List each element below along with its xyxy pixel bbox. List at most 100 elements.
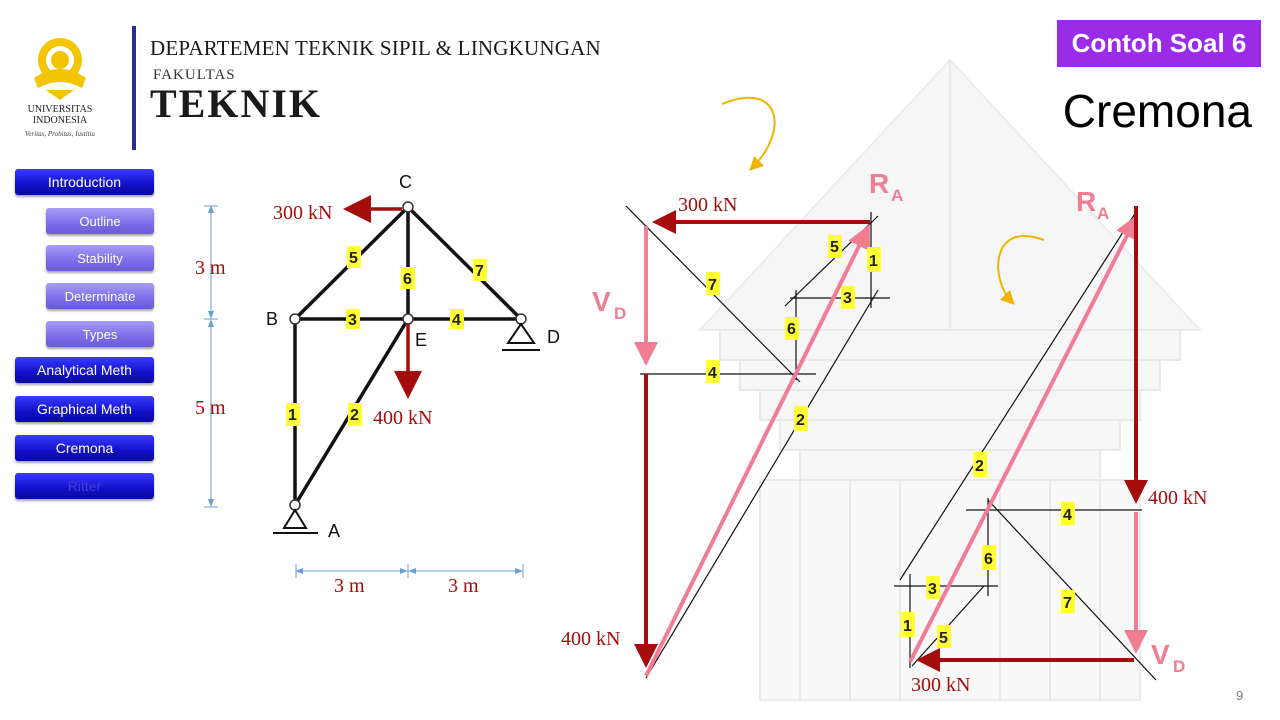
load-horizontal-label: 300 kN — [273, 202, 332, 224]
svg-text:6: 6 — [403, 271, 412, 288]
nav-outline[interactable]: Outline — [46, 208, 154, 234]
svg-text:V: V — [592, 286, 611, 317]
nav-stability[interactable]: Stability — [46, 245, 154, 271]
nav-ritter[interactable]: Ritter — [15, 473, 154, 499]
force-lines-2 — [894, 211, 1157, 681]
node-label-a: A — [328, 521, 340, 541]
cremona1-label-4: 4 — [706, 360, 720, 383]
dim-top-height: 3 m — [195, 257, 226, 279]
svg-text:1: 1 — [288, 407, 297, 424]
faculty-name: TEKNIK — [150, 81, 323, 126]
faculty-label: FAKULTAS — [153, 67, 236, 83]
cremona1-label-2: 2 — [794, 406, 808, 431]
svg-text:4: 4 — [452, 312, 461, 329]
force-lines-1 — [625, 205, 890, 679]
truss-diagram: 3 m 5 m 3 m 3 m — [195, 172, 560, 597]
svg-text:7: 7 — [708, 277, 717, 294]
svg-text:7: 7 — [475, 263, 484, 280]
cremona1-label-7: 7 — [706, 272, 720, 295]
cremona1-vd-label: V D — [592, 286, 626, 323]
svg-text:4: 4 — [708, 365, 717, 382]
member-label-2: 2 — [348, 403, 362, 426]
department-name: DEPARTEMEN TEKNIK SIPIL & LINGKUNGAN — [150, 36, 601, 60]
slide-subtitle: Cremona — [1062, 85, 1252, 137]
roller-support-icon — [502, 322, 540, 351]
member-label-4: 4 — [450, 309, 464, 329]
load-vertical-label: 400 kN — [373, 407, 432, 429]
dim-right-width: 3 m — [448, 575, 479, 597]
svg-text:5: 5 — [939, 630, 948, 647]
node-label-d: D — [547, 327, 560, 347]
cremona2-label-2: 2 — [973, 452, 987, 477]
cremona2-label-6: 6 — [982, 545, 996, 570]
member-label-1: 1 — [286, 403, 300, 426]
member-7 — [406, 205, 523, 321]
svg-text:1: 1 — [903, 618, 912, 635]
svg-text:6: 6 — [787, 321, 796, 338]
university-name: UNIVERSITAS INDONESIA — [14, 104, 106, 126]
svg-text:1: 1 — [869, 253, 878, 270]
svg-text:2: 2 — [796, 412, 805, 429]
nav-cremona[interactable]: Cremona — [15, 435, 154, 461]
cremona2-vd-label: V D — [1151, 639, 1185, 676]
svg-text:3: 3 — [843, 290, 852, 307]
university-crest-icon — [34, 38, 86, 100]
svg-text:D: D — [1173, 657, 1185, 676]
rotation-arrow-icon — [997, 235, 1045, 305]
node-label-b: B — [266, 309, 278, 329]
svg-text:3: 3 — [348, 312, 357, 329]
svg-text:A: A — [1097, 204, 1109, 223]
cremona2-label-5: 5 — [937, 625, 951, 648]
node-label-e: E — [415, 330, 427, 350]
cremona2-label-7: 7 — [1061, 590, 1075, 613]
reaction-ra-line-1 — [644, 224, 870, 677]
cremona1-label-5: 5 — [828, 235, 842, 258]
svg-text:3: 3 — [928, 581, 937, 598]
svg-text:A: A — [891, 186, 903, 205]
cremona2-400kn-label: 400 kN — [1148, 487, 1207, 509]
member-label-6: 6 — [401, 267, 415, 289]
university-name-line2: INDONESIA — [32, 115, 88, 126]
pin-support-icon — [273, 508, 318, 534]
cremona-diagram-2: 400 kN 300 kN R A V D 1 2 3 4 5 6 7 — [894, 186, 1207, 696]
nav-introduction[interactable]: Introduction — [15, 169, 154, 195]
svg-text:D: D — [614, 304, 626, 323]
cremona2-300kn-label: 300 kN — [911, 674, 970, 696]
cremona1-label-6: 6 — [785, 317, 799, 340]
cremona-diagram-1: 300 kN 400 kN R A V D 1 2 3 4 5 6 7 — [561, 96, 903, 679]
rotation-arrow-icon — [721, 96, 776, 171]
example-badge: Contoh Soal 6 — [1057, 20, 1261, 67]
university-motto: Veritas, Probitas, Iustitia — [24, 130, 96, 138]
joint-b — [289, 313, 301, 325]
node-label-c: C — [399, 172, 412, 192]
page-number: 9 — [1236, 688, 1244, 703]
university-name-line1: UNIVERSITAS — [27, 104, 93, 115]
cremona2-label-1: 1 — [901, 612, 915, 637]
cremona1-label-3: 3 — [841, 286, 855, 309]
reaction-ra-line-2 — [908, 214, 1138, 663]
joint-e — [402, 313, 414, 325]
svg-text:7: 7 — [1063, 595, 1072, 612]
dim-bottom-height: 5 m — [195, 397, 226, 419]
svg-text:2: 2 — [975, 458, 984, 475]
dimension-lines — [204, 205, 524, 578]
svg-text:5: 5 — [830, 239, 839, 256]
svg-text:V: V — [1151, 639, 1170, 670]
nav-analytical-method[interactable]: Analytical Meth — [15, 357, 154, 383]
member-label-3: 3 — [346, 309, 360, 329]
cremona2-label-4: 4 — [1061, 502, 1075, 525]
nav-types[interactable]: Types — [46, 321, 154, 347]
svg-text:R: R — [1076, 186, 1096, 217]
cremona1-label-1: 1 — [867, 247, 881, 272]
svg-text:4: 4 — [1063, 507, 1072, 524]
nav-graphical-method[interactable]: Graphical Meth — [15, 396, 154, 422]
cremona2-ra-label: R A — [1076, 186, 1109, 223]
nav-determinate[interactable]: Determinate — [46, 283, 154, 309]
svg-text:5: 5 — [349, 250, 358, 267]
cremona1-300kn-label: 300 kN — [678, 194, 737, 216]
member-label-7: 7 — [473, 259, 487, 281]
cremona1-400kn-label: 400 kN — [561, 628, 620, 650]
